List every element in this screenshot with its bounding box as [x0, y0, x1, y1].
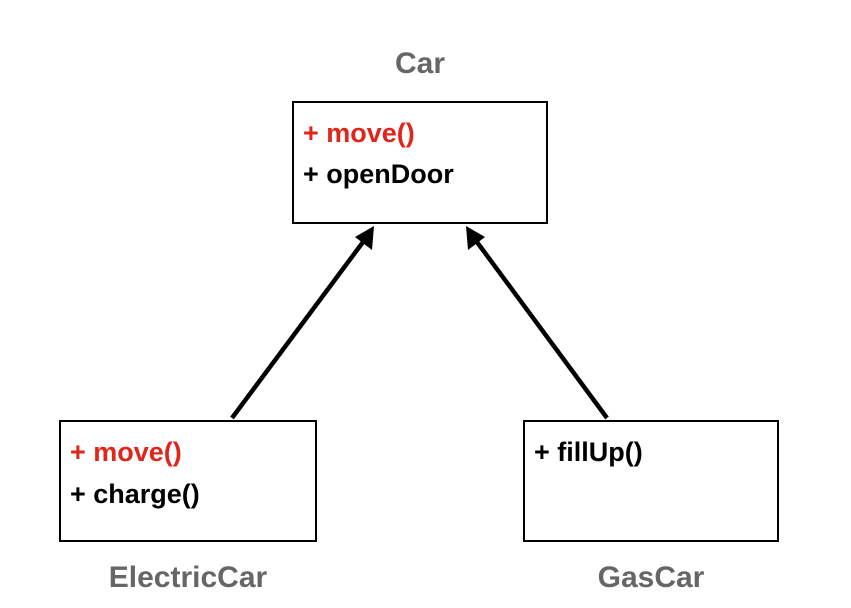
gascar-member-fillup: + fillUp() — [534, 437, 643, 467]
car-member-opendoor: + openDoor — [303, 159, 454, 189]
electriccar-class-box: + move() + charge() — [59, 420, 317, 542]
gascar-to-car-arrow-line — [472, 236, 609, 420]
electriccar-to-car-arrowhead — [355, 226, 374, 250]
electriccar-class-name: ElectricCar — [108, 561, 268, 594]
car-class-box: + move() + openDoor — [292, 101, 548, 224]
electriccar-member-charge: + charge() — [70, 479, 200, 509]
electriccar-member-move: + move() — [70, 437, 182, 467]
car-class-name: Car — [394, 47, 446, 80]
car-member-move: + move() — [303, 118, 415, 148]
gascar-class-name: GasCar — [597, 561, 705, 594]
gascar-class-box: + fillUp() — [523, 420, 779, 542]
gascar-to-car-arrowhead — [466, 226, 485, 250]
electriccar-to-car-arrow-line — [230, 236, 368, 420]
